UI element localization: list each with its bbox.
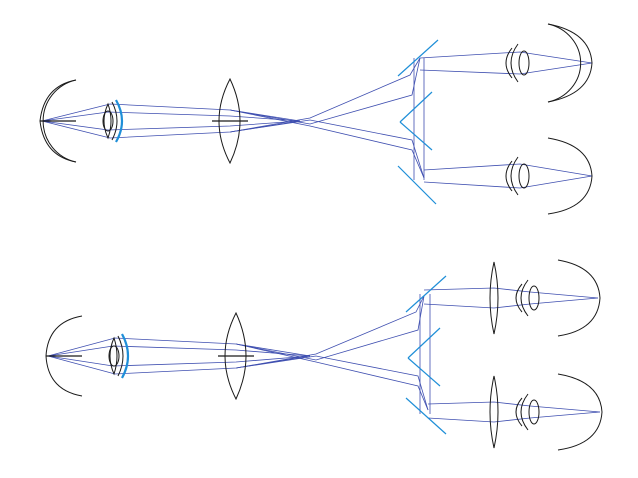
mirror-mid-lower [407, 327, 441, 359]
ray [47, 345, 311, 357]
blue-meniscus-inner-upper [111, 101, 118, 141]
ray [419, 51, 593, 64]
ray [229, 109, 425, 179]
retina-right-bottom-upper [547, 137, 593, 215]
cornea-right-bottom-lower [520, 393, 529, 431]
cornea-right-bottom-lower-2 [515, 397, 523, 427]
ray [41, 111, 301, 122]
ray [47, 337, 311, 357]
ray [235, 355, 429, 411]
mirror-top-upper [397, 39, 439, 77]
ray [229, 57, 421, 133]
ray [427, 411, 601, 423]
mirror-mid2-upper [399, 121, 433, 151]
eye-lens-right-top-upper [518, 50, 530, 76]
retina-right-bottom-lower [557, 373, 603, 451]
cornea-right-top-upper [510, 43, 519, 83]
eye-lens-right-bottom-lower [528, 399, 540, 425]
ray [423, 163, 593, 177]
blue-meniscus-lower [121, 333, 130, 379]
ray [41, 103, 301, 122]
ray [47, 355, 311, 367]
ray [423, 287, 599, 299]
panel-lower [45, 259, 603, 451]
ray [41, 120, 301, 131]
mirror-bottom-upper [397, 165, 437, 205]
retina-right-top-lower [557, 259, 601, 337]
ray-bundle-lower [47, 287, 601, 423]
eye-lens-right-bottom-upper [518, 163, 530, 189]
mirror-mid2-lower [407, 357, 441, 387]
ray [235, 295, 425, 369]
mirror-bottom-lower [405, 397, 447, 435]
mirror-mid-upper [399, 91, 433, 123]
mirror-top-lower [405, 275, 447, 313]
retina-right-top-upper [547, 23, 582, 103]
ray [427, 401, 601, 413]
ray [229, 57, 421, 125]
cornea-right-top-lower [520, 279, 529, 317]
field-lens-top-lower [489, 261, 499, 335]
panel-upper [39, 23, 593, 215]
eye-lens-right-top-lower [528, 285, 540, 311]
ray [423, 297, 599, 309]
retina-right-top-upper-arc [547, 23, 593, 103]
ray [419, 62, 593, 75]
crystalline-lens-lower [108, 345, 120, 367]
ray [423, 175, 593, 189]
field-lens-bottom-lower [489, 375, 499, 449]
blue-meniscus-inner-lower [117, 335, 124, 377]
ray [229, 119, 425, 179]
cornea-right-bottom-upper [510, 156, 519, 196]
cornea-right-bottom-upper-2 [505, 160, 513, 192]
cornea-right-top-upper-2 [505, 47, 513, 79]
crystalline-lens-upper [102, 110, 114, 132]
blue-meniscus-upper [115, 99, 124, 143]
ray [47, 355, 311, 375]
cornea-lens-lower [109, 336, 118, 376]
cornea-right-top-lower-2 [515, 283, 523, 313]
cornea-lens-upper [103, 102, 112, 140]
relay-lens-upper [218, 77, 241, 165]
ray [235, 295, 425, 361]
ray-bundle-upper [41, 51, 593, 189]
relay-lens-lower [224, 311, 247, 401]
ray [235, 343, 429, 411]
